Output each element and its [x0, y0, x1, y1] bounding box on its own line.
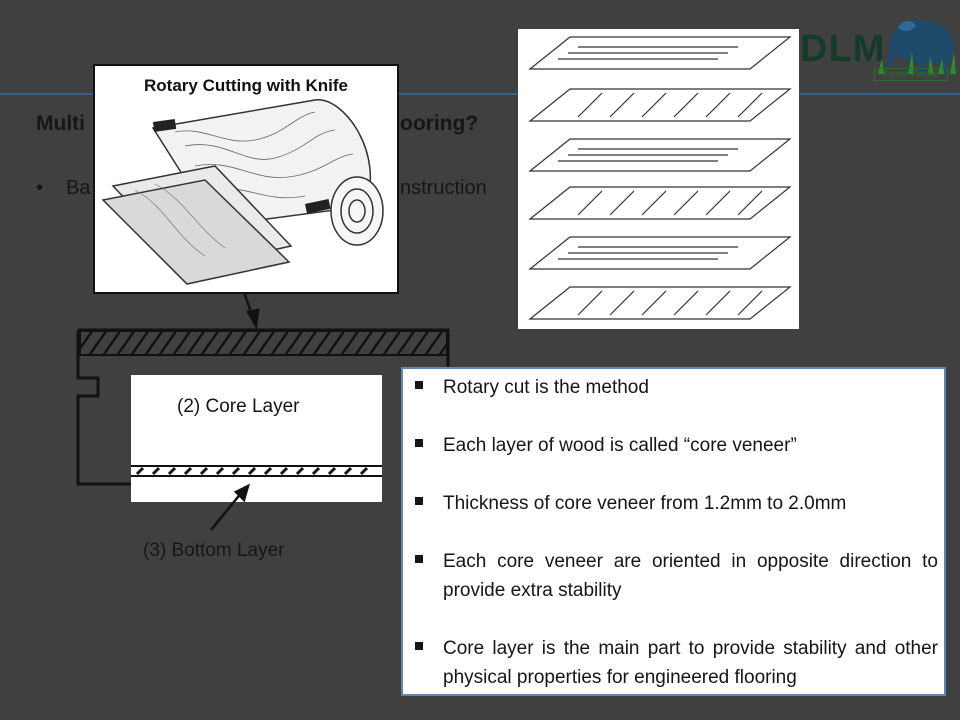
bullet-square-icon	[415, 555, 423, 563]
bullet-square-icon	[415, 439, 423, 447]
bullet-square-icon	[415, 381, 423, 389]
info-item-core-veneer: Each layer of wood is called “core venee…	[443, 435, 797, 456]
veneer-layer-6	[528, 286, 792, 320]
bullet-symbol: •	[36, 177, 44, 199]
veneer-layer-2	[528, 88, 792, 122]
info-item-orientation: Each core veneer are oriented in opposit…	[443, 551, 938, 601]
bullet-square-icon	[415, 642, 423, 650]
bullet-text-start: Ba	[66, 177, 91, 199]
brand-name: DLM	[800, 28, 886, 70]
knife-top	[153, 118, 177, 132]
info-item-thickness: Thickness of core veneer from 1.2mm to 2…	[443, 493, 847, 514]
cross-grain-veneer-layers	[528, 36, 792, 320]
veneer-grain	[134, 183, 226, 257]
header-divider	[0, 93, 960, 95]
bullet-square-icon	[415, 497, 423, 505]
slide-title-start: Multi	[36, 112, 85, 135]
rotary-cutting-figure: Rotary Cutting with Knife	[93, 64, 399, 294]
bullet-text-end: nstruction	[400, 177, 487, 199]
veneer-sheet-bottom	[101, 179, 291, 285]
top-arrow	[242, 291, 260, 330]
core-layer-panel	[131, 375, 382, 502]
veneer-stack-figure	[518, 29, 799, 329]
core-veneer-info-box: Rotary cut is the method Each layer of w…	[401, 367, 946, 696]
core-layer-label: (2) Core Layer	[177, 396, 300, 417]
info-item-core-function: Core layer is the main part to provide s…	[443, 638, 938, 688]
slide-title-end: ooring?	[400, 112, 479, 135]
bottom-arrow	[210, 483, 250, 531]
elephant-logo-icon	[878, 20, 956, 74]
veneer-layer-3	[528, 138, 792, 172]
bottom-layer-label: (3) Bottom Layer	[143, 540, 285, 561]
veneer-layer-4	[528, 186, 792, 220]
bottom-layer-strip-overlay	[131, 465, 382, 477]
info-item-method: Rotary cut is the method	[443, 377, 649, 398]
veneer-layer-5	[528, 236, 792, 270]
rotary-log-illustration	[101, 99, 384, 285]
veneer-layer-1	[528, 36, 792, 70]
rotary-figure-title: Rotary Cutting with Knife	[144, 76, 348, 95]
logo-tagline: Power Deluxe	[874, 68, 948, 81]
knife-bottom	[304, 199, 331, 214]
